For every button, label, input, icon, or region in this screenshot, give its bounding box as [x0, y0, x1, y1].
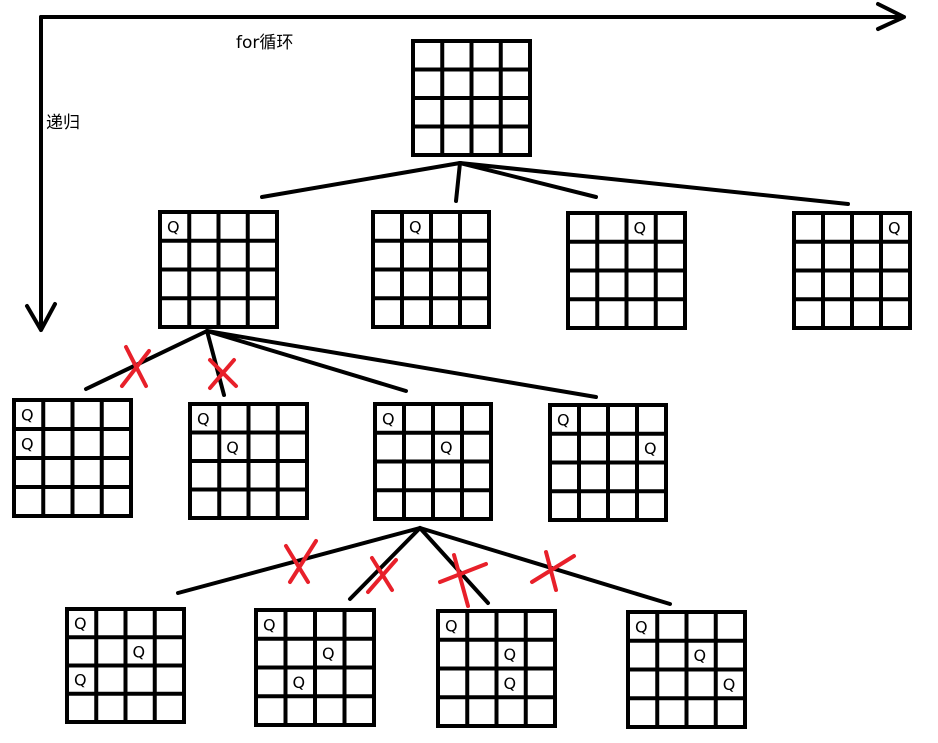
edge-r1a-to-r2-d	[205, 329, 598, 399]
edge-r2c-to-r3-c	[418, 526, 490, 605]
board-r3-a: Q Q Q	[65, 607, 186, 724]
queen-marker: Q	[74, 671, 87, 690]
queen-marker: Q	[382, 409, 395, 428]
prune-mark-r3-b	[366, 556, 398, 594]
prune-mark-r3-c	[438, 553, 488, 608]
for-loop-arrow	[39, 2, 906, 31]
board-r3-b: QQQ	[254, 608, 376, 727]
queen-marker: Q	[409, 217, 422, 236]
edge-root-to-r1-c	[458, 161, 598, 199]
queen-marker: Q	[74, 614, 87, 633]
queen-marker: Q	[445, 616, 458, 635]
edge-root-to-r1-a	[260, 161, 462, 199]
board-root	[411, 39, 532, 157]
recursion-arrow	[25, 15, 57, 332]
queen-marker: Q	[133, 642, 146, 661]
edge-r1a-to-r2-c	[205, 329, 408, 393]
queen-marker: Q	[21, 406, 34, 425]
axes: for循环 递归	[25, 2, 906, 332]
edge-root-to-r1-d	[458, 161, 850, 206]
board-r1-c: Q	[566, 211, 687, 330]
queen-marker: Q	[644, 439, 657, 458]
edge-root-to-r1-b	[454, 161, 462, 203]
queen-marker: Q	[226, 438, 239, 457]
queen-marker: Q	[293, 673, 306, 692]
queen-marker: Q	[557, 410, 570, 429]
pruning-marks	[120, 345, 576, 608]
queen-marker: Q	[888, 218, 901, 237]
edge-r2c-to-r3-a	[176, 526, 422, 595]
edge-r2c-to-r3-d	[418, 526, 672, 606]
queen-marker: Q	[263, 615, 276, 634]
queen-marker: Q	[504, 645, 517, 664]
prune-mark-r3-d	[530, 550, 576, 592]
board-r2-d: QQ	[548, 403, 668, 522]
board-r1-b: Q	[371, 210, 491, 329]
queen-marker: Q	[197, 409, 210, 428]
queen-marker: Q	[322, 644, 335, 663]
board-r2-b: QQ	[188, 402, 309, 520]
queen-marker: Q	[635, 617, 648, 636]
board-r2-a: QQ	[12, 398, 133, 518]
board-r1-d: Q	[792, 211, 912, 330]
queen-marker: Q	[21, 435, 34, 454]
recursion-label: 递归	[46, 113, 80, 133]
for-loop-label: for循环	[236, 33, 293, 53]
prune-mark-r3-a	[284, 539, 318, 584]
queen-marker: Q	[723, 675, 736, 694]
edge-r2c-to-r3-b	[348, 526, 422, 601]
board-r2-c: QQ	[373, 402, 493, 521]
prune-mark-r2-a	[120, 345, 151, 388]
queen-marker: Q	[694, 646, 707, 665]
board-r1-a: Q	[158, 210, 279, 329]
queen-marker: Q	[440, 438, 453, 457]
prune-mark-r2-b	[208, 358, 238, 390]
edge-r1a-to-r2-a	[84, 329, 209, 391]
queen-marker: Q	[504, 674, 517, 693]
queen-marker: Q	[167, 217, 180, 236]
board-r3-c: QQQ	[436, 609, 557, 728]
queen-marker: Q	[634, 218, 647, 237]
board-r3-d: QQQ	[626, 610, 747, 729]
tree-edges	[84, 161, 850, 606]
